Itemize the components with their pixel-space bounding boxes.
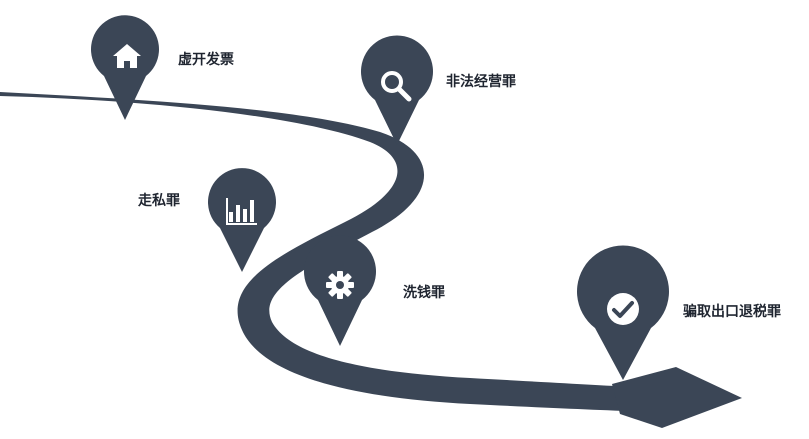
magnifier-icon (381, 71, 412, 102)
pin-house (91, 15, 159, 121)
milestone-label-2: 非法经营罪 (446, 74, 516, 90)
house-icon (113, 44, 141, 68)
milestone-label-3: 走私罪 (138, 193, 180, 209)
pin-checkmark (577, 245, 669, 380)
pin-bar-chart (208, 168, 276, 272)
pin-magnifier (361, 35, 434, 146)
milestone-label-5: 骗取出口退税罪 (683, 304, 781, 320)
bar-chart-icon (226, 198, 257, 225)
milestone-label-4: 洗钱罪 (403, 285, 445, 301)
milestone-label-1: 虚开发票 (178, 52, 234, 68)
gear-icon (326, 271, 354, 299)
arrowhead (612, 367, 742, 428)
checkmark-icon (607, 293, 639, 325)
pin-gear (304, 235, 376, 346)
